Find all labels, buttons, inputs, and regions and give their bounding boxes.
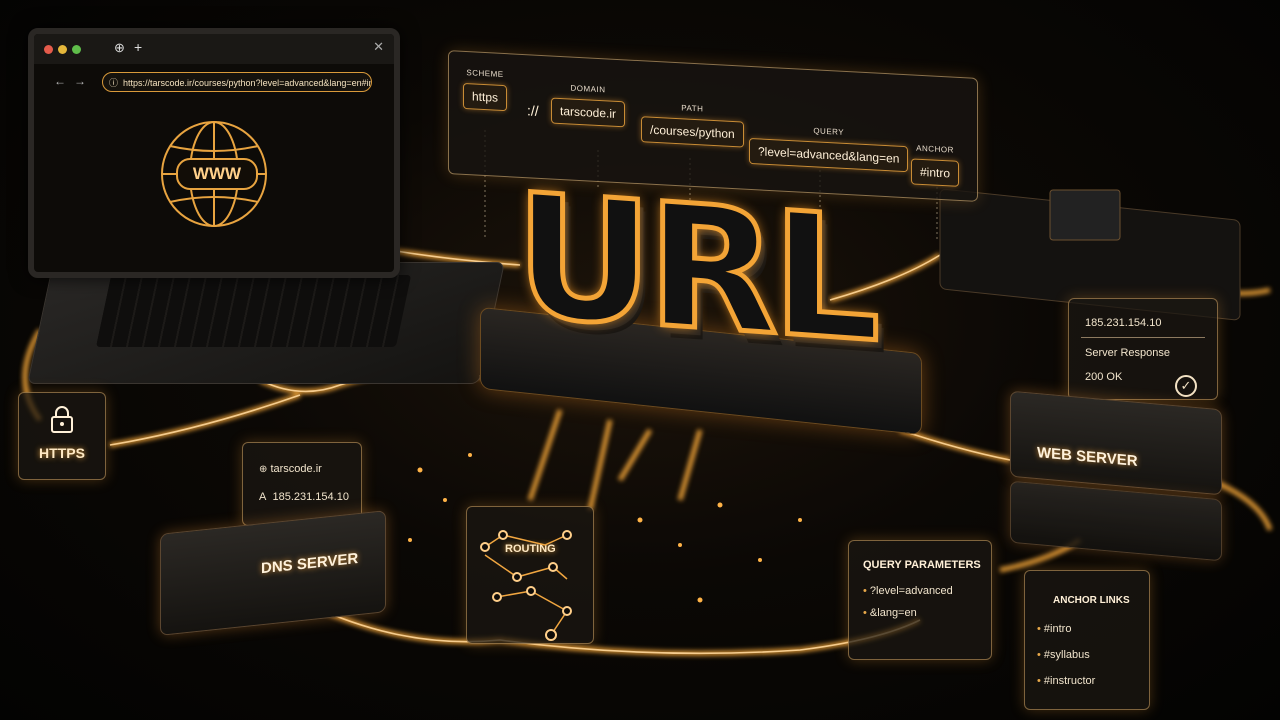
anchor-link-item: • #instructor [1037, 675, 1095, 687]
anchor-link-text: #intro [1043, 623, 1072, 635]
anchor-links-title: ANCHOR LINKS [1053, 595, 1130, 606]
back-arrow-icon[interactable]: ← [54, 74, 66, 88]
info-icon: ⓘ [109, 78, 119, 88]
server-response-card: 185.231.154.10 Server Response 200 OK ✓ [1068, 298, 1218, 400]
segment-label: SCHEME [466, 68, 504, 80]
new-tab-icon[interactable]: + [134, 39, 143, 55]
segment-label: QUERY [813, 126, 845, 137]
anchor-link-item: • #intro [1037, 623, 1071, 635]
close-window-icon[interactable]: ✕ [373, 39, 384, 54]
browser-window: ⊕ + ✕ ← → ⓘ https://tarscode.ir/courses/… [28, 28, 400, 278]
segment-separator: :// [519, 91, 547, 124]
segment-label: PATH [681, 103, 704, 114]
segment-label: ANCHOR [916, 143, 954, 155]
server-status: 200 OK [1085, 371, 1123, 383]
dns-server-label: DNS SERVER [261, 550, 359, 578]
query-param-text: ?level=advanced [869, 585, 953, 597]
dns-record-ip: 185.231.154.10 [272, 491, 349, 503]
check-circle-icon: ✓ [1175, 375, 1197, 397]
dns-record-card: ⊕ tarscode.ir A 185.231.154.10 [242, 442, 362, 526]
web-server-box: WEB SERVER [1010, 390, 1222, 496]
query-param-item: • &lang=en [863, 607, 917, 619]
https-label: HTTPS [39, 445, 85, 461]
query-param-item: • ?level=advanced [863, 585, 953, 597]
bullet-icon: • [863, 607, 867, 619]
dns-record-a: A 185.231.154.10 [259, 491, 349, 503]
segment-value: ?level=advanced&lang=en [749, 137, 909, 173]
segment-path: PATH /courses/python [641, 101, 744, 148]
anchor-link-item: • #syllabus [1037, 649, 1090, 661]
globe-small-icon: ⊕ [259, 464, 268, 475]
forward-arrow-icon[interactable]: → [74, 74, 86, 88]
bullet-icon: • [1037, 623, 1041, 635]
anchor-link-text: #syllabus [1043, 649, 1090, 661]
dns-host-text: tarscode.ir [270, 463, 322, 475]
close-dot-icon[interactable] [44, 45, 53, 54]
dns-record-type: A [259, 491, 267, 503]
https-badge: HTTPS [18, 392, 106, 480]
segment-value: /courses/python [641, 116, 744, 148]
query-parameters-card: QUERY PARAMETERS • ?level=advanced • &la… [848, 540, 992, 660]
url-3d-letters: URL [513, 155, 877, 383]
server-response-label: Server Response [1085, 347, 1170, 359]
segment-query: QUERY ?level=advanced&lang=en [749, 123, 909, 173]
address-bar-url: https://tarscode.ir/courses/python?level… [123, 78, 372, 88]
www-badge: WWW [176, 158, 258, 190]
anchor-link-text: #instructor [1043, 675, 1096, 687]
query-param-text: &lang=en [869, 607, 917, 619]
segment-value: :// [527, 102, 539, 119]
maximize-dot-icon[interactable] [72, 45, 81, 54]
anchor-links-card: ANCHOR LINKS • #intro • #syllabus • #ins… [1024, 570, 1150, 710]
browser-tab-bar: ⊕ + ✕ [34, 34, 394, 64]
lock-icon [51, 406, 73, 433]
dns-record-host: ⊕ tarscode.ir [259, 463, 322, 475]
segment-label: DOMAIN [570, 83, 606, 95]
routing-panel: ROUTING [466, 506, 594, 644]
globe-tab-icon[interactable]: ⊕ [114, 40, 125, 55]
bullet-icon: • [1037, 649, 1041, 661]
keyboard [95, 275, 412, 347]
bullet-icon: • [1037, 675, 1041, 687]
bullet-icon: • [863, 585, 867, 597]
query-parameters-title: QUERY PARAMETERS [863, 559, 981, 571]
segment-scheme: SCHEME https [463, 68, 508, 112]
routing-graph-icon [480, 530, 572, 641]
web-server-label: WEB SERVER [1037, 444, 1138, 470]
segment-domain: DOMAIN tarscode.ir [551, 83, 626, 128]
laptop-keyboard-deck [27, 262, 505, 384]
segment-value: tarscode.ir [551, 97, 626, 128]
minimize-dot-icon[interactable] [58, 45, 67, 54]
segment-value: https [463, 82, 508, 112]
routing-label: ROUTING [505, 543, 556, 555]
segment-anchor: ANCHOR #intro [911, 143, 960, 187]
address-bar[interactable]: ⓘ https://tarscode.ir/courses/python?lev… [102, 72, 372, 92]
divider [1081, 337, 1205, 338]
segment-value: #intro [911, 158, 960, 187]
server-ip: 185.231.154.10 [1085, 317, 1162, 329]
